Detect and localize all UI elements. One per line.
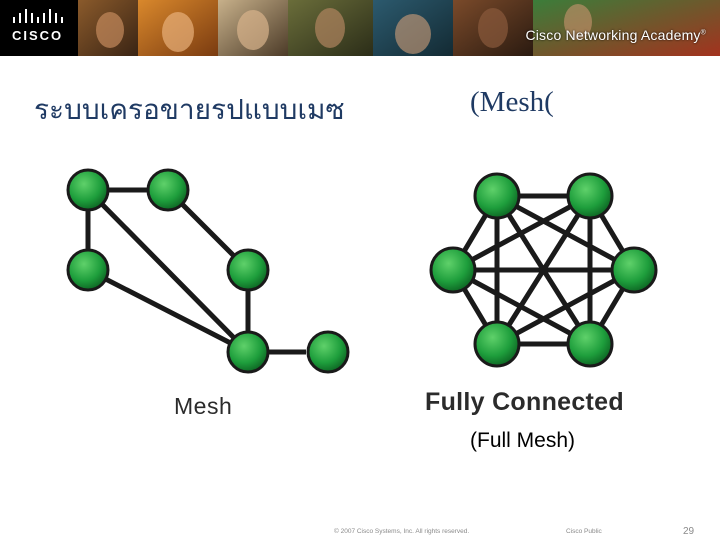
mesh-node [66, 168, 110, 212]
academy-name: Cisco Networking Academy® [525, 27, 706, 43]
full-mesh-edge [450, 193, 593, 273]
full-mesh-edge [494, 267, 637, 347]
mesh-node [226, 330, 270, 374]
full-mesh-node [473, 172, 521, 220]
footer-classification: Cisco Public [566, 528, 602, 535]
mesh-diagram [66, 168, 306, 374]
full-mesh-node [566, 320, 614, 368]
full-mesh-sublabel: (Full Mesh) [470, 429, 576, 452]
slide-title-english: (Mesh( [470, 86, 554, 118]
page-number: 29 [683, 526, 695, 537]
mesh-edge [85, 267, 251, 355]
mesh-diagram-extra-node [306, 330, 350, 374]
header-banner: CISCO Cisco Networking Academy® [0, 0, 720, 56]
full-mesh-node [610, 246, 658, 294]
cisco-bridge-icon [13, 9, 63, 23]
cisco-wordmark: CISCO [12, 28, 64, 43]
people-photo-strip [78, 0, 720, 56]
full-mesh-node [473, 320, 521, 368]
mesh-node [146, 168, 190, 212]
mesh-node [226, 248, 270, 292]
footer-copyright: © 2007 Cisco Systems, Inc. All rights re… [334, 528, 470, 535]
slide-title-thai: ระบบเครอขายรปแบบเมซ [34, 93, 345, 126]
mesh-edge [85, 187, 251, 355]
full-mesh-diagram [429, 172, 658, 368]
fully-connected-label: Fully Connected [425, 388, 624, 416]
mesh-label: Mesh [174, 393, 233, 419]
full-mesh-node [429, 246, 477, 294]
mesh-node [306, 330, 350, 374]
full-mesh-edge [450, 267, 593, 347]
full-mesh-node [566, 172, 614, 220]
mesh-node [66, 248, 110, 292]
cisco-logo: CISCO [0, 0, 78, 56]
